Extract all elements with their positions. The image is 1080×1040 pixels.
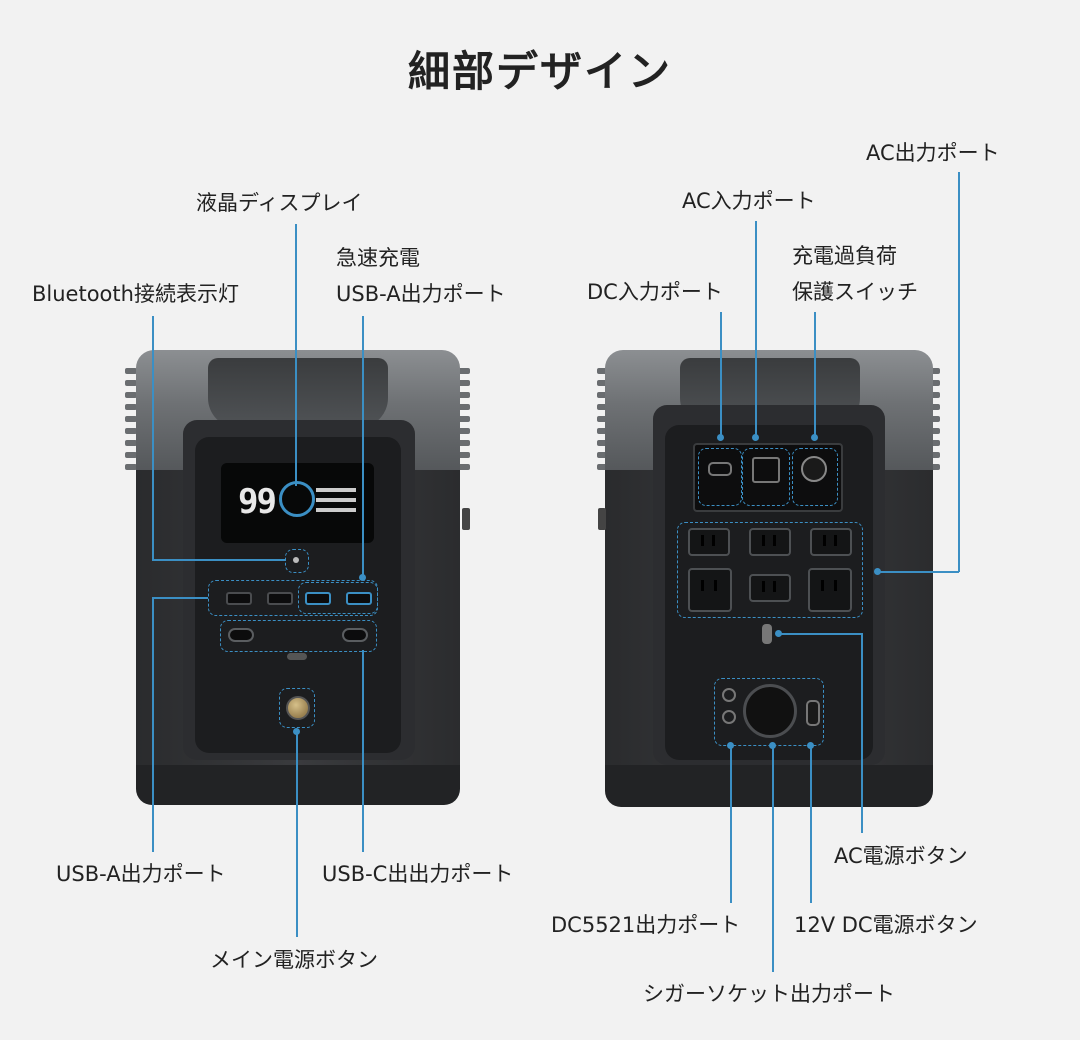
back-side-port — [598, 508, 606, 530]
ac-outlets-outline — [677, 522, 863, 618]
label-overload-1: 充電過負荷 — [792, 244, 897, 268]
label-usb-c: USB-C出出力ポート — [322, 862, 514, 886]
fast-usb-a-outline — [298, 582, 378, 614]
fast-usb-a-port-2 — [346, 592, 372, 605]
leader-overload — [814, 312, 816, 437]
leader-usb-a-v — [152, 597, 154, 852]
main-power-outline — [279, 688, 315, 728]
label-dc5521: DC5521出力ポート — [551, 913, 741, 937]
leader-fast-charge-dot — [359, 574, 366, 581]
label-cigar: シガーソケット出力ポート — [643, 982, 895, 1006]
leader-dc-in — [720, 312, 722, 437]
leader-fast-charge — [362, 316, 364, 578]
leader-dc5521 — [730, 745, 732, 903]
front-left-vent — [125, 368, 137, 470]
ac-power-button[interactable] — [762, 624, 772, 644]
leader-main-power-dot — [293, 728, 300, 735]
leader-cigar — [772, 748, 774, 972]
front-side-port — [462, 508, 470, 530]
dc5521-port-2 — [722, 710, 736, 724]
leader-ac-power-dot — [775, 630, 782, 637]
leader-dc5521-dot — [727, 742, 734, 749]
usb-a-port-1 — [226, 592, 252, 605]
leader-ac-out-v — [958, 172, 960, 572]
leader-dc12v-dot — [807, 742, 814, 749]
leader-usb-c — [362, 650, 364, 852]
bluetooth-indicator-light — [293, 557, 299, 563]
leader-bluetooth-v — [152, 316, 154, 560]
leader-usb-a-h — [152, 597, 208, 599]
leader-ac-power-v — [861, 633, 863, 833]
leader-dc12v — [810, 745, 812, 903]
overload-switch-outline — [792, 448, 838, 506]
fast-usb-a-port-1 — [305, 592, 331, 605]
ac-outlet-3 — [810, 528, 852, 556]
usb-c-port-2 — [342, 628, 368, 642]
label-dc-in: DC入力ポート — [587, 280, 723, 304]
label-usb-a: USB-A出力ポート — [56, 862, 226, 886]
battery-percent: 99 — [238, 482, 277, 522]
front-base — [136, 765, 460, 805]
usb-a-port-2 — [267, 592, 293, 605]
label-ac-power: AC電源ボタン — [834, 844, 968, 868]
main-power-button[interactable] — [286, 696, 310, 720]
leader-ac-out-dot — [874, 568, 881, 575]
label-lcd: 液晶ディスプレイ — [196, 191, 363, 215]
leader-overload-dot — [811, 434, 818, 441]
cigar-socket — [743, 684, 797, 738]
lcd-readout-1 — [316, 488, 356, 492]
leader-bluetooth-h — [152, 559, 286, 561]
leader-main-power — [296, 732, 298, 937]
front-right-vent — [458, 368, 470, 470]
ac-outlet-1 — [688, 528, 730, 556]
dc12v-power-button[interactable] — [806, 700, 820, 726]
label-fast-charge-1: 急速充電 — [336, 246, 420, 270]
back-base — [605, 765, 933, 807]
leader-ac-out-h — [878, 571, 959, 573]
usb-c-ports-outline — [220, 620, 377, 652]
dc-input-port — [708, 462, 732, 476]
leader-cigar-dot — [769, 742, 776, 749]
leader-dc-in-dot — [717, 434, 724, 441]
usb-switch — [287, 653, 307, 660]
ac-input-outline — [742, 448, 790, 506]
lcd-readout-3 — [316, 508, 356, 512]
leader-lcd — [295, 224, 297, 486]
usb-c-port-1 — [228, 628, 254, 642]
ac-outlet-4 — [688, 568, 732, 612]
label-bluetooth: Bluetooth接続表示灯 — [32, 282, 239, 306]
overload-switch[interactable] — [801, 456, 827, 482]
label-fast-charge-2: USB-A出力ポート — [336, 282, 506, 306]
leader-ac-power-h — [778, 633, 862, 635]
ac-outlet-2 — [749, 528, 791, 556]
ac-outlet-5 — [749, 574, 791, 602]
ac-outlet-6 — [808, 568, 852, 612]
ac-input-port — [752, 457, 780, 483]
label-ac-in: AC入力ポート — [682, 189, 816, 213]
back-right-vent — [928, 368, 940, 470]
label-overload-2: 保護スイッチ — [792, 280, 918, 304]
label-main-power: メイン電源ボタン — [210, 948, 378, 972]
dc5521-port-1 — [722, 688, 736, 702]
page-title: 細部デザイン — [407, 47, 672, 96]
label-dc12v: 12V DC電源ボタン — [794, 913, 978, 937]
lcd-readout-2 — [316, 498, 356, 502]
leader-ac-in-dot — [752, 434, 759, 441]
bluetooth-indicator-outline — [285, 549, 309, 573]
lcd-highlight-ring — [279, 481, 315, 517]
front-handle-recess — [208, 358, 388, 428]
label-ac-out: AC出力ポート — [866, 141, 1000, 165]
leader-ac-in — [755, 221, 757, 437]
back-left-vent — [597, 368, 609, 470]
dc-input-outline — [698, 448, 742, 506]
